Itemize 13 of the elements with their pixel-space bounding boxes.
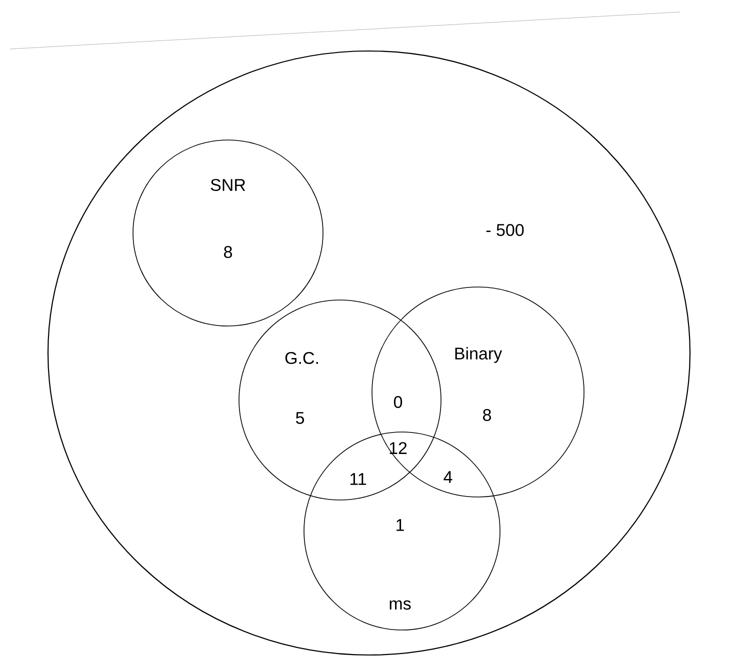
set-label: ms	[390, 600, 411, 610]
count-label: 1	[396, 519, 404, 531]
set-label: SNR	[210, 178, 246, 192]
count-label: 8	[483, 408, 491, 422]
count-label: 12	[390, 442, 407, 454]
set-label: G.C.	[285, 352, 318, 364]
count-label: 0	[394, 396, 402, 408]
count-label: 8	[224, 246, 232, 258]
count-label: 5	[296, 412, 304, 424]
set-label: Binary	[455, 347, 502, 363]
count-label: 4	[444, 471, 452, 483]
count-label: - 500	[486, 224, 524, 236]
count-label: 11	[350, 473, 366, 485]
